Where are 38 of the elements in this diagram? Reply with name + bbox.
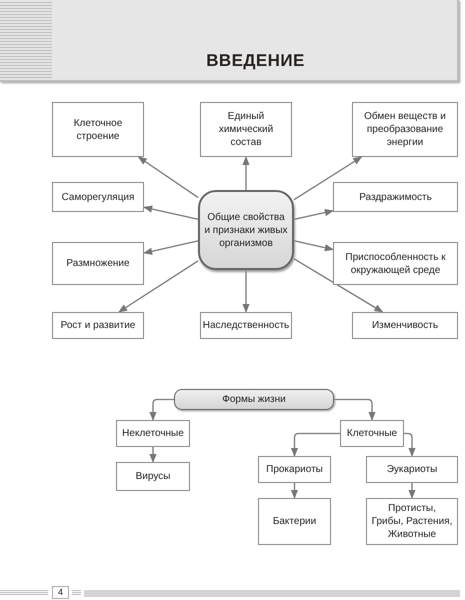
arrow bbox=[242, 270, 250, 313]
arrow bbox=[294, 209, 334, 220]
arrow bbox=[408, 483, 416, 499]
arrow bbox=[294, 240, 334, 252]
arrow bbox=[149, 447, 157, 463]
node-box: Клеточные bbox=[340, 420, 404, 447]
node-box: Протисты, Грибы, Растения, Животные bbox=[366, 498, 458, 545]
arrow bbox=[149, 398, 174, 421]
central-node: Общие свойства и признаки живых организмов bbox=[198, 190, 294, 270]
node-box: Единый химический состав bbox=[200, 102, 292, 157]
node-box: Обмен веществ и преобразование энергии bbox=[352, 102, 458, 157]
arrow bbox=[294, 156, 362, 200]
node-box: Наследственность bbox=[200, 312, 292, 339]
arrow bbox=[404, 432, 416, 457]
arrow bbox=[294, 258, 384, 313]
page-title: ВВЕДЕНИЕ bbox=[205, 50, 306, 72]
arrow bbox=[334, 398, 376, 421]
arrow bbox=[138, 156, 198, 198]
arrow bbox=[118, 260, 198, 313]
node-box: Рост и развитие bbox=[52, 312, 144, 339]
arrow bbox=[290, 483, 298, 499]
node-box: Вирусы bbox=[116, 462, 190, 491]
node-box: Неклеточные bbox=[116, 420, 190, 447]
arrow bbox=[143, 205, 198, 220]
node-box: Саморегуляция bbox=[52, 182, 144, 212]
page-number: 4 bbox=[52, 586, 69, 599]
node-box: Бактерии bbox=[258, 498, 331, 545]
node-box: Раздражимость bbox=[333, 182, 458, 212]
node-box: Размножение bbox=[52, 242, 144, 285]
node-box: Изменчивость bbox=[352, 312, 458, 339]
node-box: Приспособленность к окружающей среде bbox=[333, 242, 458, 285]
arrow bbox=[242, 156, 250, 190]
arrow bbox=[290, 432, 340, 457]
root-node: Формы жизни bbox=[174, 389, 334, 410]
node-box: Прокариоты bbox=[258, 456, 331, 483]
arrow bbox=[143, 240, 198, 255]
node-box: Эукариоты bbox=[366, 456, 458, 483]
node-box: Клеточное строение bbox=[52, 102, 144, 157]
